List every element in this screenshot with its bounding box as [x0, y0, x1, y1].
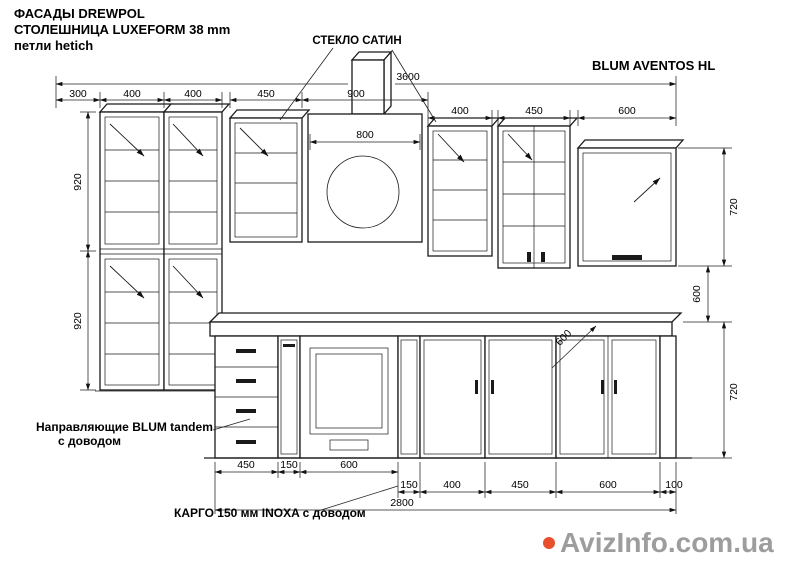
- hood-fan-circle: [326, 155, 400, 229]
- watermark-text: AvizInfo.com.ua: [560, 527, 774, 558]
- glass-leader-left: [279, 47, 334, 121]
- tandem-label-line2: с доводом: [58, 434, 121, 448]
- door-handle: [601, 380, 604, 394]
- door-handle: [614, 380, 617, 394]
- header-hinges: петли hetich: [14, 38, 93, 53]
- header-countertop: СТОЛЕШНИЦА LUXEFORM 38 mm: [14, 22, 230, 37]
- cargo-label: КАРГО 150 мм INOXA с доводом: [174, 506, 366, 520]
- annotations: ФАСАДЫ DREWPOL СТОЛЕШНИЦА LUXEFORM 38 mm…: [14, 6, 715, 520]
- base-cabinet-400: [419, 335, 486, 459]
- wall-cabinet-450-right: [496, 117, 579, 269]
- dim-920-lower: 920: [72, 312, 84, 330]
- cargo-handle: [283, 344, 295, 347]
- door-handle: [491, 380, 494, 394]
- dim-bottom-600: 600: [340, 459, 358, 471]
- drawer-handle: [236, 379, 256, 383]
- cooker-hood: [307, 50, 423, 243]
- aventos-label: BLUM AVENTOS HL: [592, 58, 715, 73]
- dim-right-450: 450: [525, 105, 543, 117]
- wall-cabinet-600-aventos: [576, 139, 685, 267]
- dim-bottom-400: 400: [443, 479, 461, 491]
- door-swing-arrow: [437, 133, 465, 163]
- base-cabinets: [204, 335, 692, 459]
- end-panel-100: [659, 335, 677, 459]
- drawer-unit-450: [214, 335, 279, 459]
- dim-600-mid: 600: [691, 285, 703, 303]
- hood-duct: [351, 59, 385, 115]
- door-swing-arrow: [172, 123, 204, 157]
- dim-bottom-600b: 600: [599, 479, 617, 491]
- wall-cabinet-400: [426, 117, 501, 257]
- glass-label: СТЕКЛО САТИН: [312, 35, 401, 47]
- door-swing-arrow: [507, 133, 533, 161]
- countertop: [208, 312, 683, 337]
- door-swing-arrow: [109, 123, 145, 157]
- tandem-leader: [212, 418, 251, 431]
- tall-cabinet-2: [95, 103, 232, 392]
- glass-leader-right: [391, 49, 437, 123]
- dim-400-a: 400: [123, 88, 141, 100]
- base-cabinet-150: [397, 335, 421, 459]
- door-handle: [541, 252, 545, 262]
- door-handle: [527, 252, 531, 262]
- door-swing-arrow: [239, 127, 269, 157]
- lift-door-arrow: [633, 177, 661, 203]
- header-facades: ФАСАДЫ DREWPOL: [14, 6, 145, 21]
- watermark: AvizInfo.com.ua: [543, 527, 774, 558]
- dim-bottom-450: 450: [237, 459, 255, 471]
- base-cabinet-600: [555, 335, 661, 459]
- dim-720-upper: 720: [728, 198, 740, 216]
- cargo-unit-150: [277, 335, 301, 459]
- kitchen-drawing: [95, 50, 692, 459]
- drawer-handle: [236, 409, 256, 413]
- dim-total-bottom: 2800: [390, 497, 414, 509]
- tandem-label-line1: Направляющие BLUM tandem: [36, 420, 213, 434]
- tall-cabinet-1: [98, 103, 173, 391]
- dim-hood-800: 800: [356, 129, 374, 141]
- dim-right-600: 600: [618, 105, 636, 117]
- base-cabinet-450: [484, 335, 557, 459]
- door-handle: [475, 380, 478, 394]
- dim-bottom-100: 100: [665, 479, 683, 491]
- dim-bottom-150b: 150: [400, 479, 418, 491]
- drawer-handle: [236, 440, 256, 444]
- lift-door-handle: [612, 255, 642, 260]
- drawer-handle: [236, 349, 256, 353]
- wall-cabinet-450-glass: [228, 109, 311, 243]
- dim-920-upper: 920: [72, 173, 84, 191]
- door-swing-arrow: [109, 265, 145, 299]
- dim-right-400: 400: [451, 105, 469, 117]
- dim-450: 450: [257, 88, 275, 100]
- dim-bottom-150: 150: [280, 459, 298, 471]
- dim-900: 900: [347, 88, 365, 100]
- dimensions: 3600 300 400 400 450 900 800 400 450 600…: [55, 71, 740, 514]
- cargo-leader: [317, 485, 399, 512]
- watermark-logo-icon: [543, 537, 555, 549]
- dim-400-b: 400: [184, 88, 202, 100]
- oven-cabinet-600: [299, 335, 399, 459]
- door-swing-arrow: [172, 265, 204, 299]
- dim-720-lower: 720: [728, 383, 740, 401]
- dim-300: 300: [69, 88, 87, 100]
- dim-bottom-450b: 450: [511, 479, 529, 491]
